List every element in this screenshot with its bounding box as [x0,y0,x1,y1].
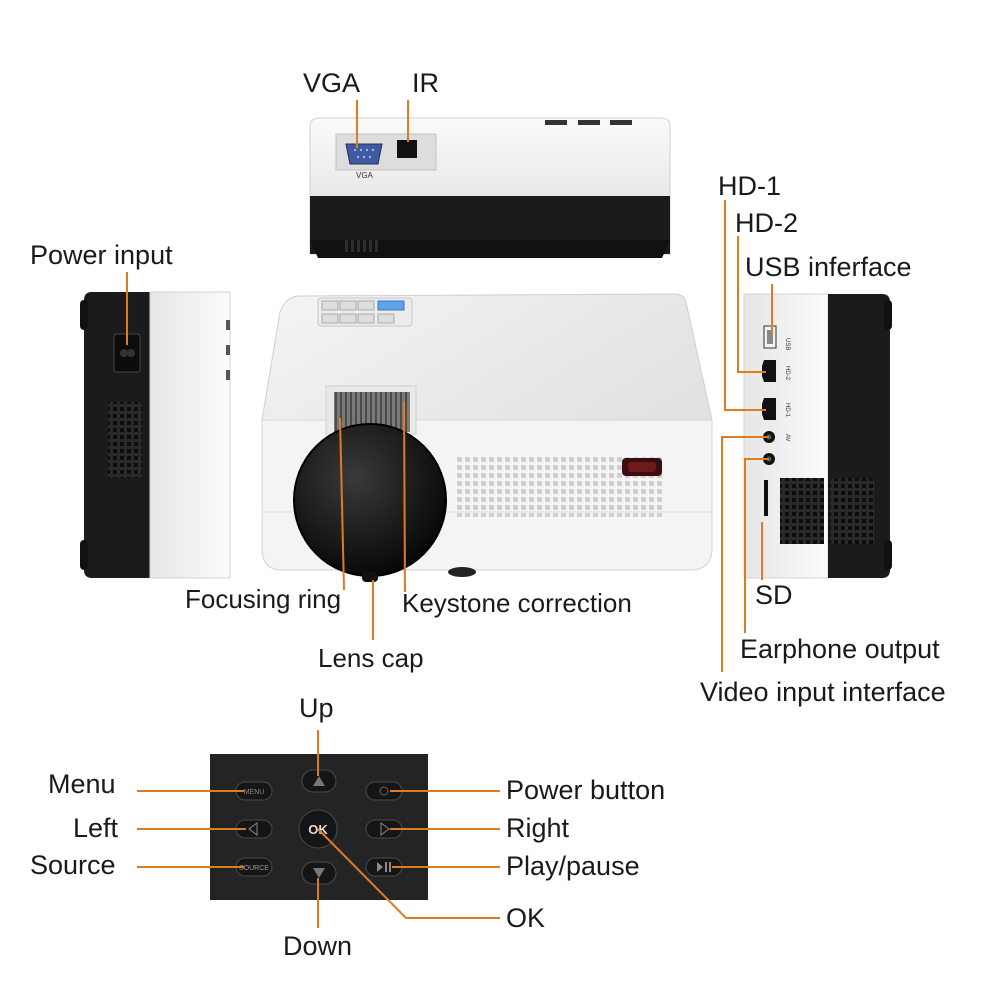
label-lens-cap: Lens cap [318,643,424,673]
label-hd2: HD-2 [735,208,799,238]
label-ir: IR [412,68,439,98]
leader-keystone [403,401,406,593]
top-keypad [317,297,413,327]
label-hd1: HD-1 [718,171,782,201]
menu-key-text: MENU [244,789,265,796]
vga-port-icon [345,143,383,165]
leader-lines [126,100,773,928]
up-arrow-icon [313,776,325,786]
leader-ok [317,828,500,919]
label-keystone: Keystone correction [402,588,632,618]
label-right: Right [506,813,570,843]
leader-hd1 [724,200,766,411]
label-power-input: Power input [30,240,173,270]
label-ok: OK [506,903,546,933]
projector-left-side-view [80,291,231,579]
leader-video-input [721,436,769,672]
label-up: Up [299,693,334,723]
leader-hd2 [737,236,766,373]
av-port-marking: AV [784,434,790,442]
leader-earphone [744,458,769,633]
projector-front-view [261,293,713,582]
lens-cap-icon [294,424,446,576]
label-source: Source [30,850,116,880]
label-earphone: Earphone output [740,634,940,664]
play-pause-icon [377,862,391,872]
label-usb: USB inferface [745,252,912,282]
ir-window-icon [397,140,417,158]
label-sd: SD [755,580,793,610]
label-video-input: Video input interface [700,677,946,707]
sd-slot-icon [764,480,768,516]
right-arrow-icon [380,822,390,836]
power-icon [379,786,389,796]
label-focusing-ring: Focusing ring [185,584,342,614]
hdmi-port-icon-2 [762,398,776,420]
sd-slot-marking: SD [778,490,784,499]
projector-rear-view: VGA [309,117,671,258]
down-arrow-icon [313,868,325,878]
label-menu: Menu [48,769,116,799]
label-vga: VGA [303,68,361,98]
button-panel: MENU OK SOURCE [210,754,428,900]
hdmi-port-icon [762,360,776,382]
leader-focusing-ring [339,417,345,591]
label-power-button: Power button [506,775,666,805]
hd1-port-marking: HD-1 [784,403,790,418]
power-socket-icon [113,333,141,373]
vga-port-marking: VGA [356,171,374,180]
usb-port-marking: USB [784,338,790,350]
hd2-port-marking: HD-2 [784,366,790,381]
label-down: Down [283,931,353,961]
label-play-pause: Play/pause [506,851,640,881]
left-arrow-icon [248,822,258,836]
source-key-text: SOURCE [239,865,269,872]
label-left: Left [73,813,119,843]
